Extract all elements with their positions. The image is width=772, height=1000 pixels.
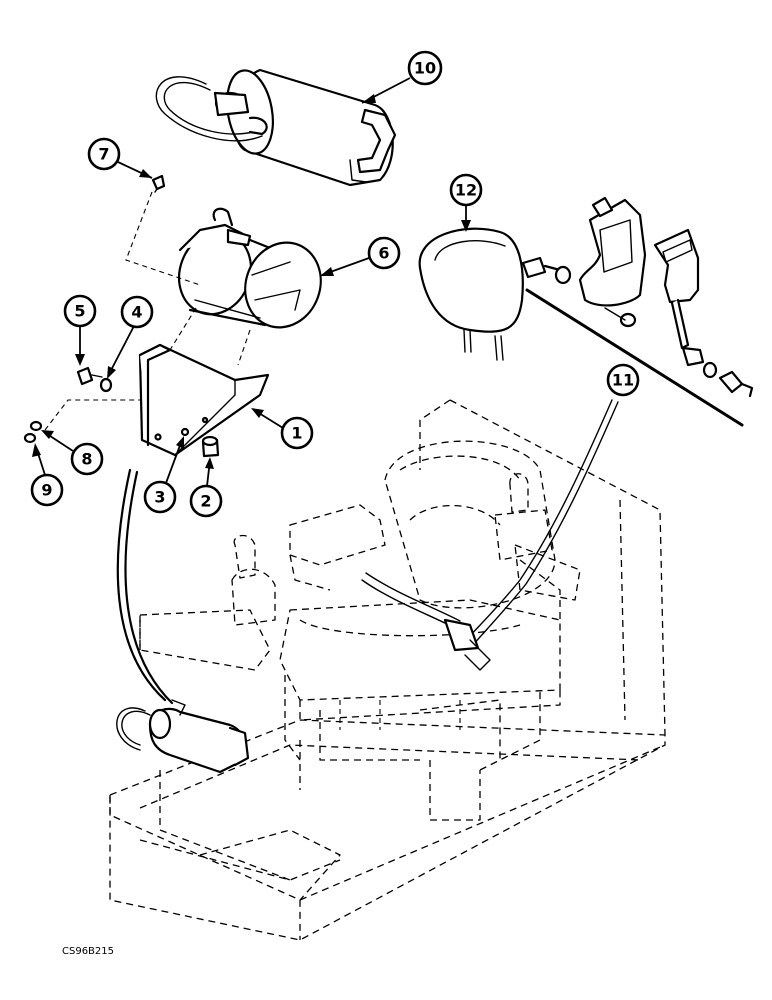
callout-9-label: 9 bbox=[41, 481, 52, 500]
callout-10-label: 10 bbox=[414, 59, 436, 78]
nut-item-8 bbox=[29, 420, 43, 432]
belt-kit-bolt-left bbox=[521, 256, 572, 285]
arrow-2 bbox=[205, 457, 214, 469]
callout-7-label: 7 bbox=[98, 145, 109, 164]
arrow-9 bbox=[32, 443, 41, 457]
callout-12: 12 bbox=[449, 173, 483, 207]
fire-extinguisher-mounted bbox=[116, 699, 250, 774]
extinguisher-cable-2 bbox=[124, 470, 174, 705]
drawing-code: CS96B215 bbox=[62, 946, 114, 957]
callout-1: 1 bbox=[280, 416, 314, 450]
headrest bbox=[418, 227, 524, 361]
callout-8: 8 bbox=[70, 442, 104, 476]
arrow-7 bbox=[139, 169, 152, 178]
belt-kit-buckle bbox=[578, 196, 647, 328]
callout-8-label: 8 bbox=[81, 450, 92, 469]
arrow-5 bbox=[75, 354, 85, 366]
arrow-12 bbox=[461, 220, 471, 232]
extinguisher-bracket-clamp bbox=[178, 207, 322, 329]
nut-item-9 bbox=[23, 432, 37, 444]
left-armrest bbox=[289, 504, 386, 591]
assembly-line-clamp bbox=[237, 329, 251, 366]
fire-extinguisher-exploded bbox=[155, 68, 397, 187]
callout-9: 9 bbox=[30, 473, 64, 507]
left-joystick bbox=[139, 534, 276, 671]
callout-12-label: 12 bbox=[455, 181, 477, 200]
callout-1-label: 1 bbox=[291, 424, 302, 443]
callout-6: 6 bbox=[367, 236, 401, 270]
assembly-line-nuts bbox=[44, 399, 140, 431]
leader-3 bbox=[165, 439, 183, 484]
callout-3: 3 bbox=[143, 480, 177, 514]
belt-kit-bar bbox=[525, 288, 744, 427]
belt-kit-bolt-right bbox=[702, 361, 754, 398]
arrow-1 bbox=[251, 408, 264, 418]
callout-11-label: 11 bbox=[612, 371, 634, 390]
arrow-4 bbox=[107, 366, 116, 379]
bolt-item-7 bbox=[151, 174, 166, 193]
callout-3-label: 3 bbox=[154, 488, 165, 507]
assembly-line-bracket bbox=[169, 307, 197, 351]
assembly-line-bolt-7 bbox=[125, 191, 201, 286]
belt-kit-tongue bbox=[653, 228, 705, 367]
right-armrest bbox=[514, 544, 581, 601]
callout-4: 4 bbox=[120, 295, 154, 329]
bolt-item-5 bbox=[76, 366, 103, 386]
arrow-10 bbox=[362, 94, 376, 103]
spacer-item-2 bbox=[201, 435, 220, 458]
arrow-8 bbox=[41, 430, 54, 439]
seat-belt-strap bbox=[361, 399, 619, 671]
callout-10: 10 bbox=[407, 50, 443, 86]
callout-2-label: 2 bbox=[200, 492, 211, 511]
callout-4-label: 4 bbox=[131, 303, 142, 322]
arrow-6 bbox=[320, 267, 334, 276]
callout-2: 2 bbox=[189, 484, 223, 518]
operator-seat bbox=[279, 440, 561, 761]
right-joystick bbox=[494, 473, 561, 620]
seat-console-outline bbox=[419, 399, 666, 821]
callout-11: 11 bbox=[606, 363, 640, 397]
washer-item-4 bbox=[99, 377, 113, 393]
leader-4 bbox=[107, 325, 135, 377]
callout-5-label: 5 bbox=[74, 302, 85, 321]
cab-floor-outline bbox=[109, 719, 666, 941]
callout-5: 5 bbox=[63, 294, 97, 328]
extinguisher-cable bbox=[116, 468, 167, 702]
callout-7: 7 bbox=[87, 137, 121, 171]
arrow-3 bbox=[176, 436, 184, 449]
callout-6-label: 6 bbox=[378, 244, 389, 263]
